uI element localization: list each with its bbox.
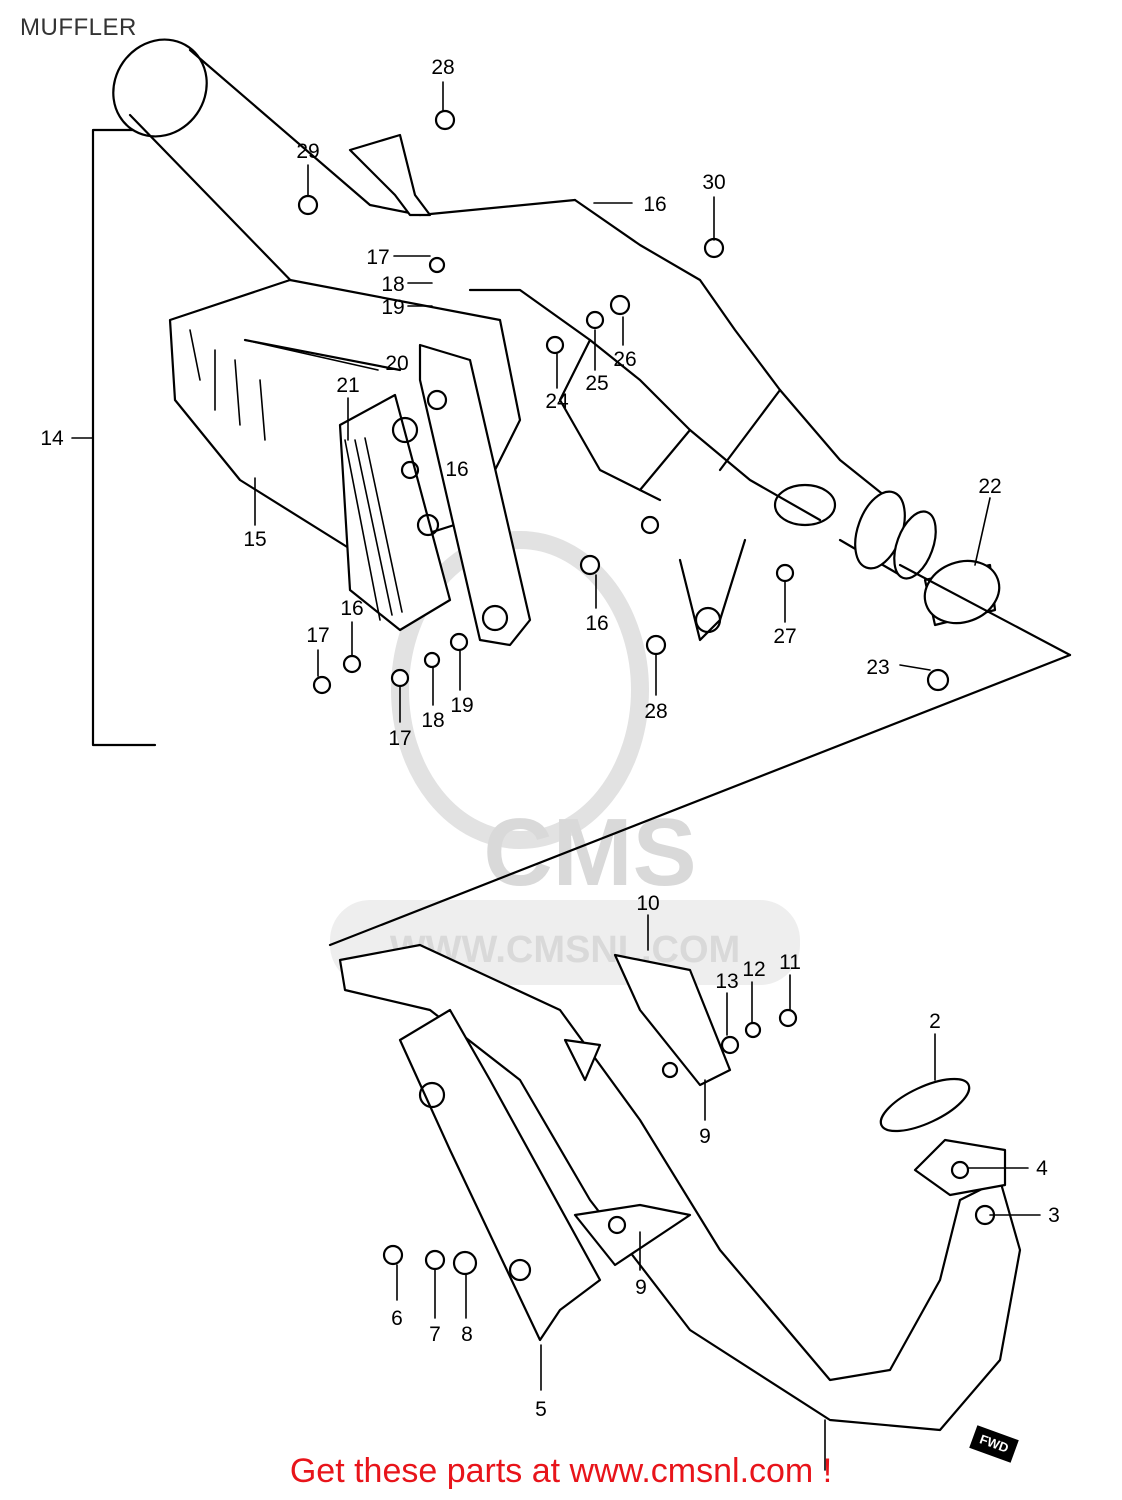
callout-10: 10 xyxy=(636,892,659,915)
callout-5: 5 xyxy=(535,1398,547,1421)
callout-labels: 28 29 30 16 17 18 19 20 21 14 15 24 25 2… xyxy=(40,56,1060,1421)
callout-16: 16 xyxy=(340,597,363,620)
callout-11: 11 xyxy=(779,951,801,974)
callout-13: 13 xyxy=(715,970,738,993)
callout-15: 15 xyxy=(243,528,266,551)
callout-16: 16 xyxy=(445,458,468,481)
callout-25: 25 xyxy=(585,372,608,395)
footer-link[interactable]: Get these parts at www.cmsnl.com ! xyxy=(289,1452,833,1490)
callout-27: 27 xyxy=(773,625,796,648)
callout-7: 7 xyxy=(429,1323,441,1346)
callout-12: 12 xyxy=(742,958,765,981)
callout-16: 16 xyxy=(585,612,608,635)
callout-8: 8 xyxy=(461,1323,473,1346)
callout-20: 20 xyxy=(385,352,408,375)
callout-17: 17 xyxy=(366,246,389,269)
callout-19: 19 xyxy=(381,296,404,319)
page-title: MUFFLER xyxy=(20,14,137,41)
exhaust-pipe-drawing xyxy=(338,943,1022,1432)
callout-28: 28 xyxy=(644,700,667,723)
callout-2: 2 xyxy=(929,1010,941,1033)
fasteners xyxy=(297,109,996,1276)
callout-28: 28 xyxy=(431,56,454,79)
callout-18: 18 xyxy=(421,709,444,732)
callout-30: 30 xyxy=(702,171,725,194)
callout-17: 17 xyxy=(306,624,329,647)
leader-lines xyxy=(244,81,1041,1471)
callout-4: 4 xyxy=(1036,1157,1048,1180)
callout-3: 3 xyxy=(1048,1204,1060,1227)
callout-17: 17 xyxy=(388,727,411,750)
assembly-bracket-14 xyxy=(71,128,157,747)
watermark-logo: CMS xyxy=(483,799,696,906)
callout-21: 21 xyxy=(336,374,359,397)
callout-24: 24 xyxy=(545,390,569,413)
silencer-drawing xyxy=(112,38,1072,947)
callout-16: 16 xyxy=(643,193,666,216)
callout-23: 23 xyxy=(866,656,889,679)
callout-9: 9 xyxy=(635,1276,647,1299)
callout-19: 19 xyxy=(450,694,473,717)
callout-18: 18 xyxy=(381,273,404,296)
callout-6: 6 xyxy=(391,1307,403,1330)
callout-14: 14 xyxy=(40,427,64,450)
callout-29: 29 xyxy=(296,140,319,163)
callout-22: 22 xyxy=(978,475,1001,498)
callout-26: 26 xyxy=(613,348,636,371)
callout-9: 9 xyxy=(699,1125,711,1148)
